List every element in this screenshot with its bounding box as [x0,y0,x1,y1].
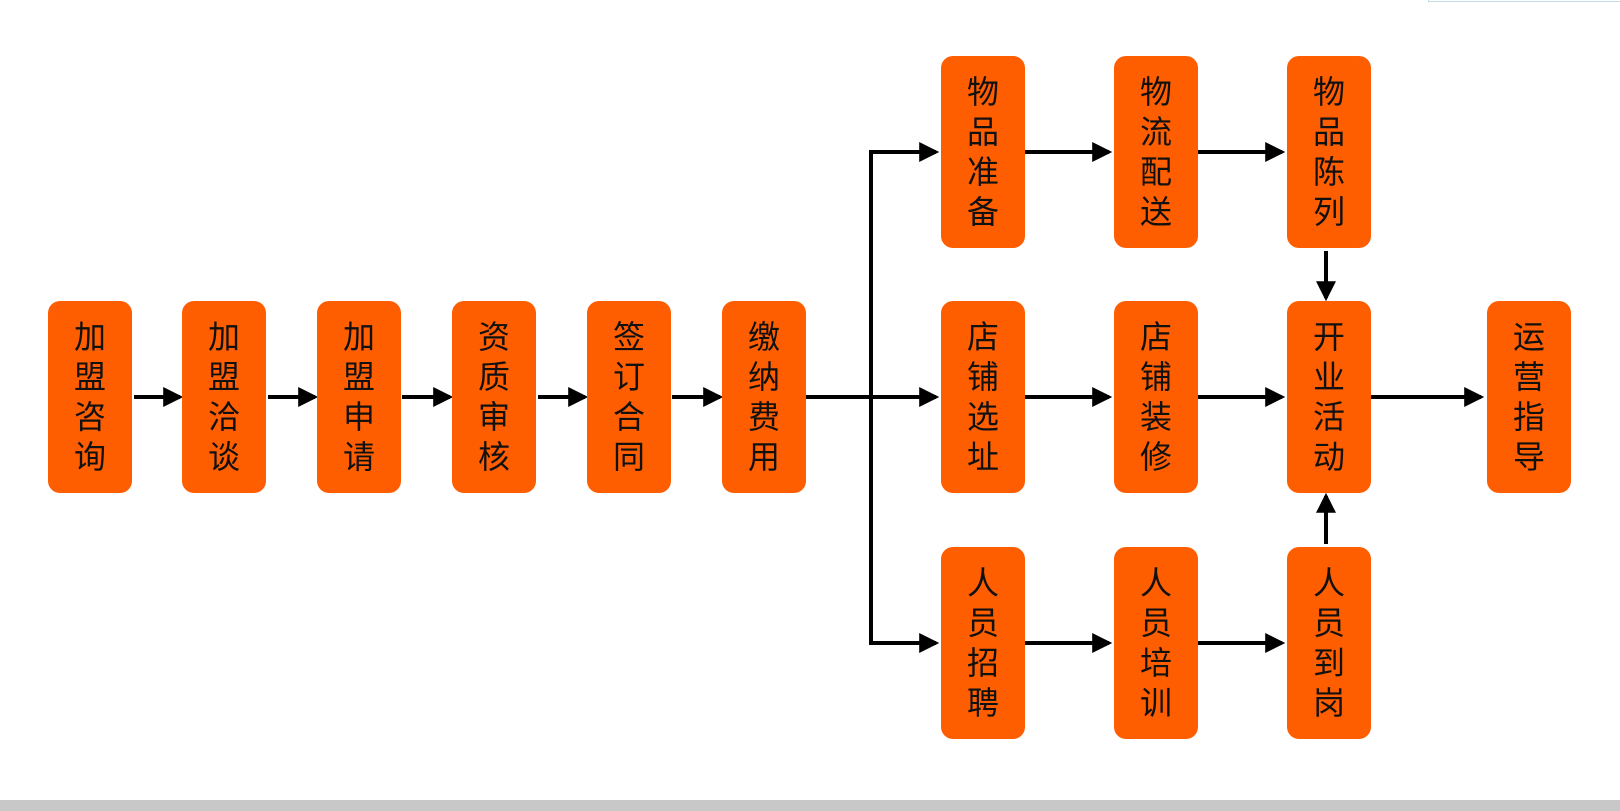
node-apply-label: 加盟申请 [343,318,376,476]
node-recruit: 人员招聘 [941,547,1025,739]
node-display: 物品陈列 [1287,56,1371,248]
node-contract: 签订合同 [587,301,671,493]
node-decor-label: 店铺装修 [1140,318,1173,476]
node-logistics: 物流配送 [1114,56,1198,248]
node-goods-prep-label: 物品准备 [967,73,1000,231]
node-opening-label: 开业活动 [1313,318,1346,476]
node-site-label: 店铺选址 [967,318,1000,476]
node-contract-label: 签订合同 [613,318,646,476]
node-operation-label: 运营指导 [1513,318,1546,476]
node-recruit-label: 人员招聘 [967,564,1000,722]
node-operation: 运营指导 [1487,301,1571,493]
node-onboard: 人员到岗 [1287,547,1371,739]
node-opening: 开业活动 [1287,301,1371,493]
node-apply: 加盟申请 [317,301,401,493]
corner-frame [1428,0,1620,2]
node-goods-prep: 物品准备 [941,56,1025,248]
node-display-label: 物品陈列 [1313,73,1346,231]
node-site: 店铺选址 [941,301,1025,493]
node-review: 资质审核 [452,301,536,493]
node-review-label: 资质审核 [478,318,511,476]
node-consult: 加盟咨询 [48,301,132,493]
node-training-label: 人员培训 [1140,564,1173,722]
node-negotiate: 加盟洽谈 [182,301,266,493]
node-training: 人员培训 [1114,547,1198,739]
node-negotiate-label: 加盟洽谈 [208,318,241,476]
node-decor: 店铺装修 [1114,301,1198,493]
node-onboard-label: 人员到岗 [1313,564,1346,722]
node-fee: 缴纳费用 [722,301,806,493]
node-fee-label: 缴纳费用 [748,318,781,476]
node-consult-label: 加盟咨询 [74,318,107,476]
bottom-scroll-bar [0,800,1620,811]
node-logistics-label: 物流配送 [1140,73,1173,231]
